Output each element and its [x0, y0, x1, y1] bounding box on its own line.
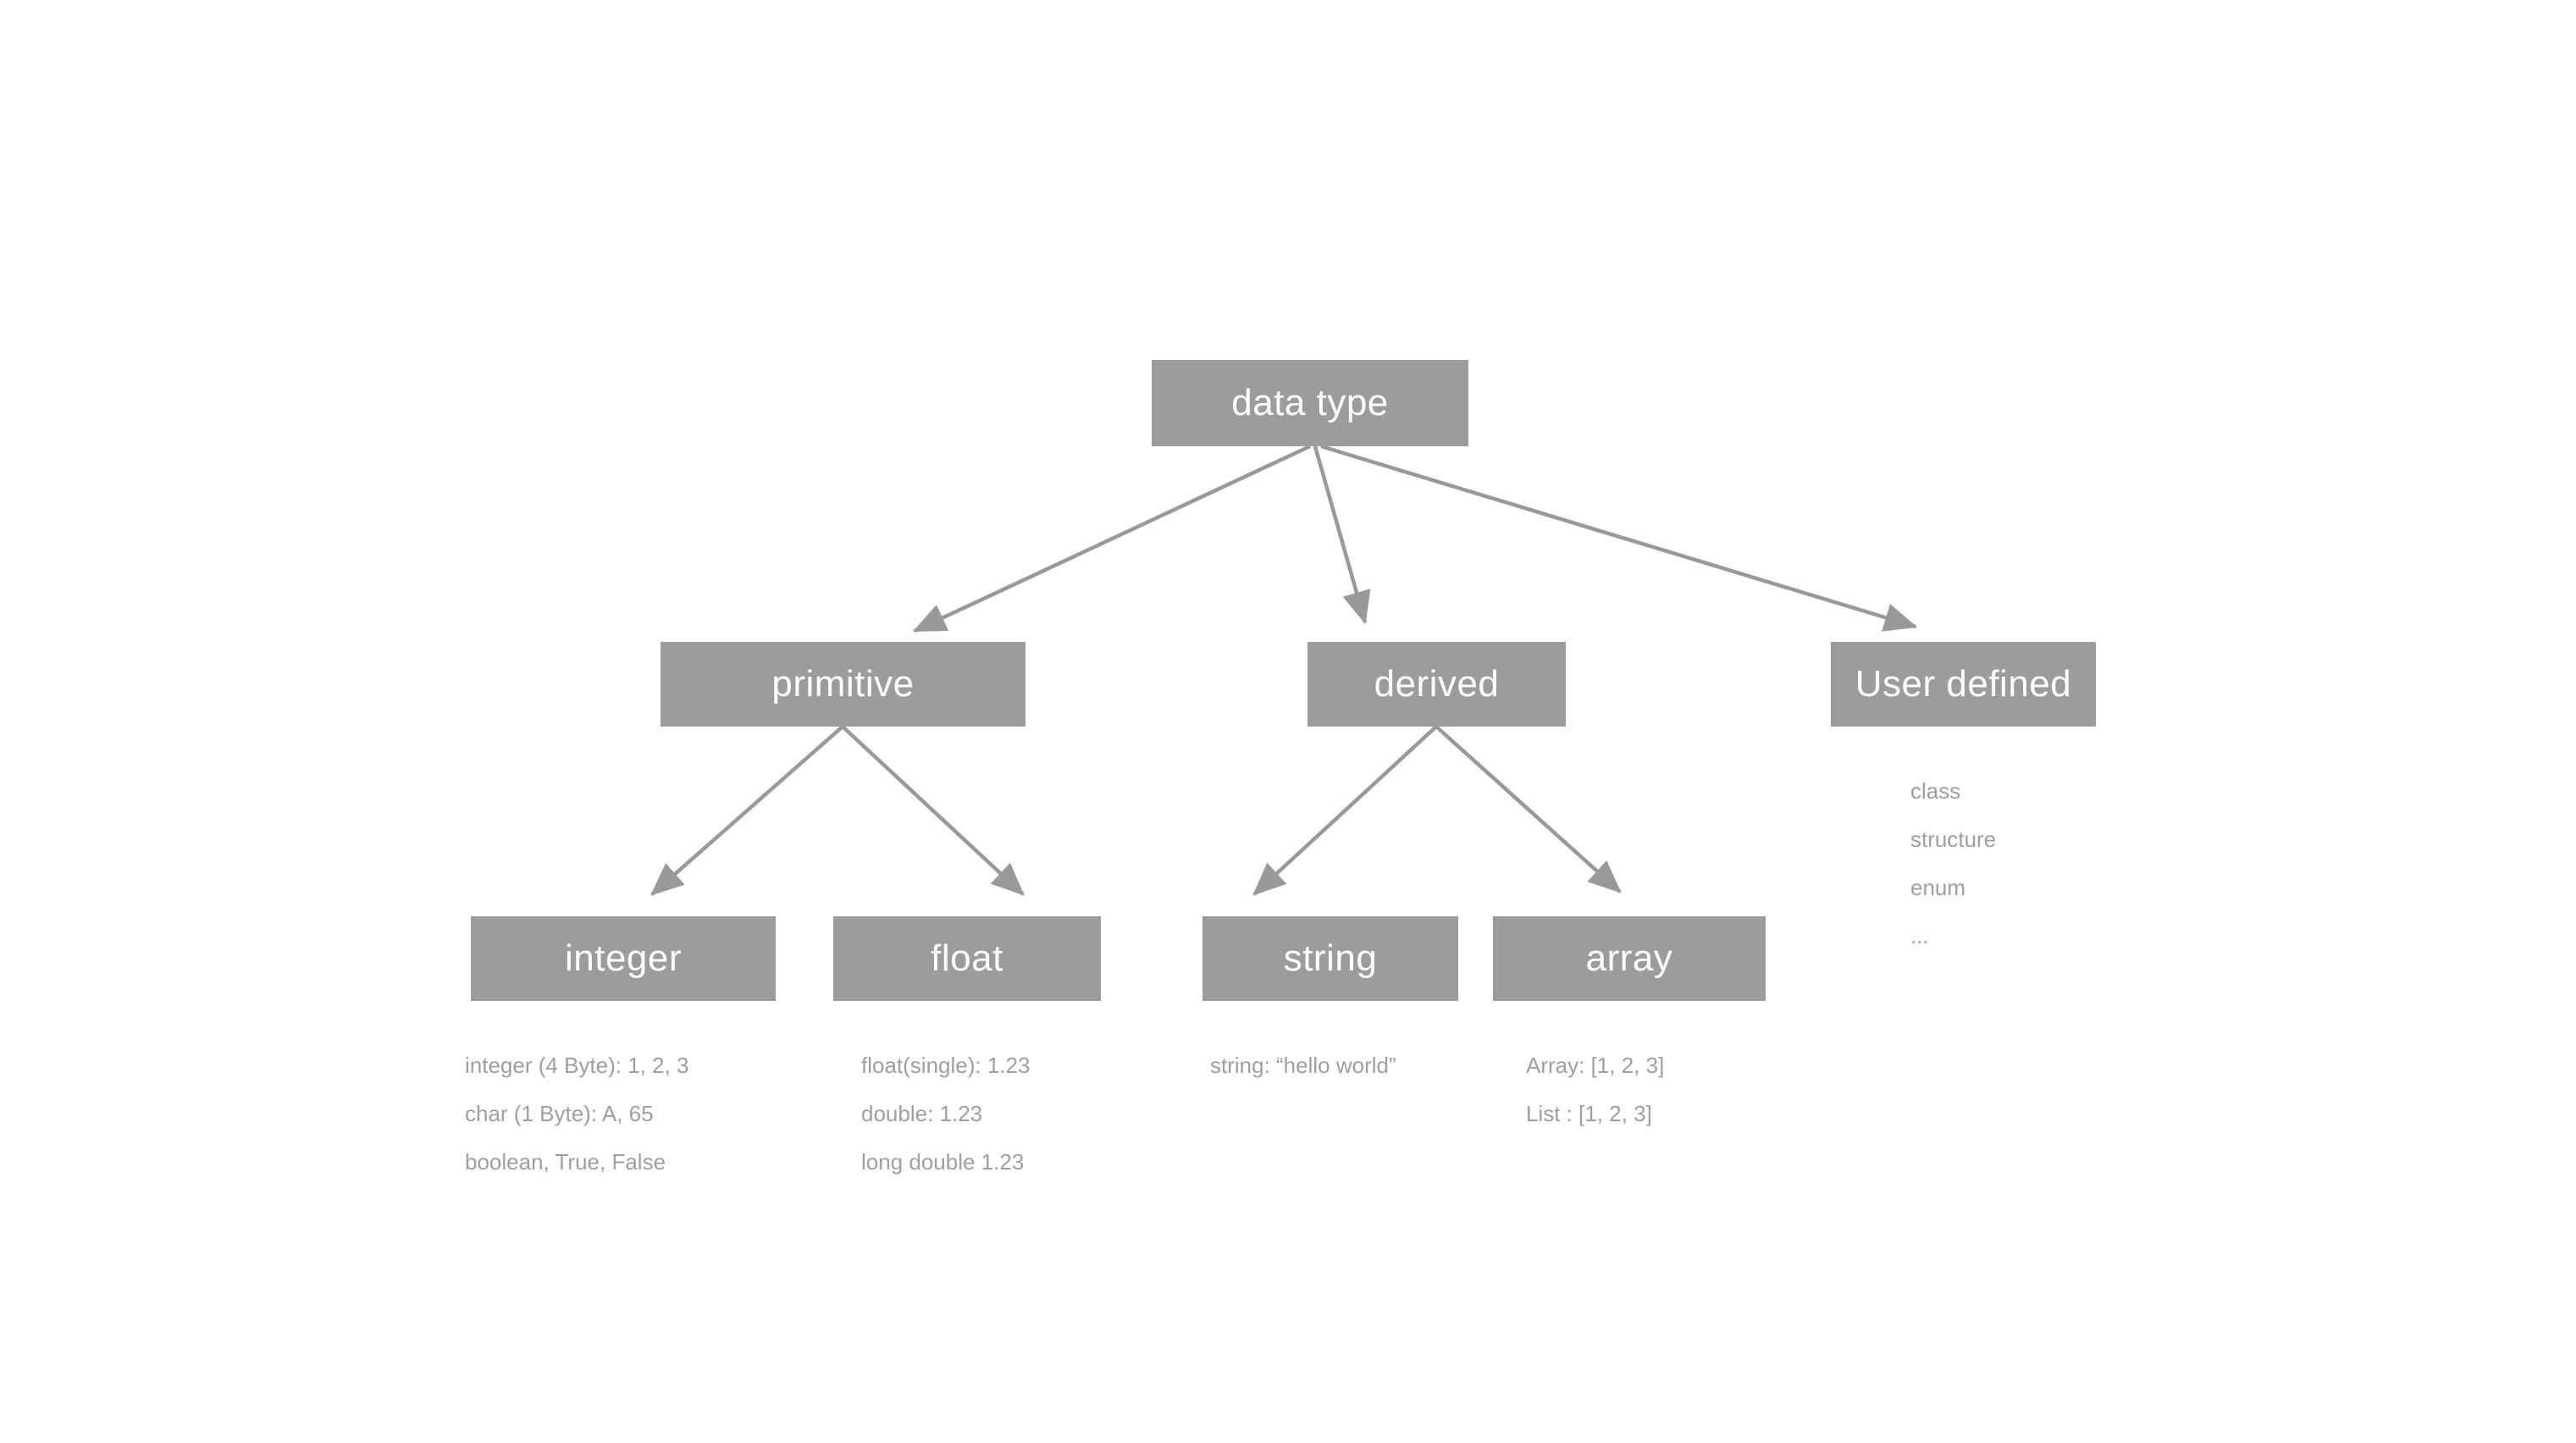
edge-primitive-to-float: [841, 725, 1025, 896]
list-item: integer (4 Byte): 1, 2, 3: [465, 1053, 689, 1078]
node-integer-label: integer: [564, 937, 683, 979]
node-primitive-label: primitive: [771, 663, 915, 705]
edge-primitive-to-integer: [650, 725, 844, 896]
list-item: Array: [1, 2, 3]: [1526, 1053, 1665, 1078]
edge-data-type-to-derived: [1313, 445, 1371, 625]
node-data-type-label: data type: [1231, 382, 1389, 423]
string-examples-list: string: “hello world”: [1210, 1042, 1396, 1090]
float-examples-list: float(single): 1.23 double: 1.23 long do…: [861, 1042, 1030, 1186]
list-item: ...: [1910, 923, 1929, 948]
user-defined-examples-list: class structure enum ...: [1910, 767, 1996, 960]
edge-data-type-to-primitive: [912, 444, 1311, 633]
list-item: boolean, True, False: [465, 1149, 666, 1175]
list-item: string: “hello world”: [1210, 1053, 1396, 1078]
edge-derived-to-string: [1252, 725, 1438, 896]
node-derived: derived: [1307, 642, 1566, 727]
list-item: List : [1, 2, 3]: [1526, 1101, 1652, 1126]
node-data-type: data type: [1152, 360, 1468, 446]
node-array-label: array: [1585, 937, 1673, 979]
list-item: double: 1.23: [861, 1101, 983, 1126]
array-examples-list: Array: [1, 2, 3] List : [1, 2, 3]: [1526, 1042, 1664, 1138]
edge-derived-to-array: [1434, 725, 1622, 893]
list-item: class: [1910, 778, 1961, 804]
list-item: char (1 Byte): A, 65: [465, 1101, 654, 1126]
node-string: string: [1202, 916, 1458, 1001]
node-float-label: float: [931, 937, 1003, 979]
node-string-label: string: [1283, 937, 1378, 979]
node-integer: integer: [471, 916, 776, 1001]
node-user-defined: User defined: [1831, 642, 2096, 727]
node-primitive: primitive: [661, 642, 1025, 727]
list-item: float(single): 1.23: [861, 1053, 1031, 1078]
node-array: array: [1493, 916, 1766, 1001]
integer-examples-list: integer (4 Byte): 1, 2, 3 char (1 Byte):…: [465, 1042, 688, 1186]
list-item: long double 1.23: [861, 1149, 1025, 1175]
list-item: enum: [1910, 875, 1966, 900]
node-user-defined-label: User defined: [1855, 663, 2072, 705]
list-item: structure: [1910, 827, 1997, 852]
node-derived-label: derived: [1374, 663, 1500, 705]
edge-data-type-to-user-defined: [1320, 444, 1918, 632]
node-float: float: [833, 916, 1101, 1001]
